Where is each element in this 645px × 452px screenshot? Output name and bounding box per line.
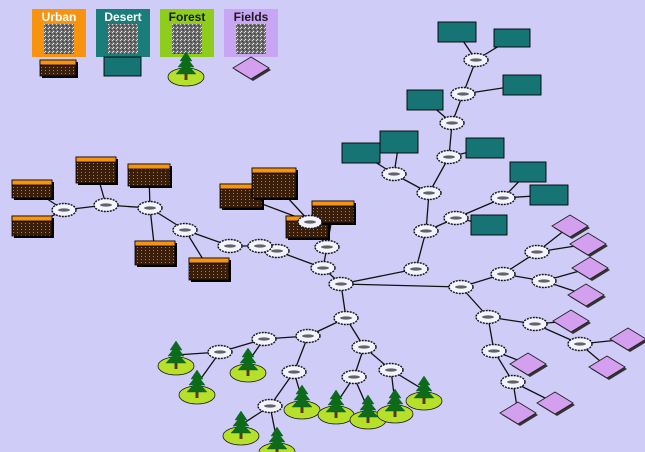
legend-title-fields: Fields xyxy=(234,10,269,24)
forest-leaf-icon xyxy=(230,348,266,382)
urban-leaf-icon xyxy=(189,258,231,282)
tree-node xyxy=(352,341,376,354)
forest-leaf-icon xyxy=(284,385,320,419)
fields-leaf-icon xyxy=(572,257,610,281)
desert-leaf-icon xyxy=(342,143,380,163)
desert-leaf-icon xyxy=(494,29,530,47)
legend-title-forest: Forest xyxy=(169,10,206,24)
legend-desert-icon xyxy=(104,57,141,76)
fields-leaf-icon xyxy=(568,284,606,308)
tree-node xyxy=(437,151,461,164)
legend-forest-icon xyxy=(168,52,204,86)
forest-leaf-icon xyxy=(259,427,295,452)
legend-title-desert: Desert xyxy=(104,10,141,24)
tree-node xyxy=(417,187,441,200)
tree-node xyxy=(311,262,335,275)
tree-node xyxy=(440,117,464,130)
tree-node xyxy=(329,278,353,291)
forest-leaf-icon xyxy=(406,376,442,410)
tree-node xyxy=(315,241,339,254)
tree-node xyxy=(491,192,515,205)
urban-leaf-icon xyxy=(128,164,172,188)
tree-node xyxy=(52,204,76,217)
desert-leaf-icon xyxy=(471,215,507,235)
forest-leaf-icon xyxy=(318,390,354,424)
tree-node xyxy=(501,376,525,389)
tree-node xyxy=(342,371,366,384)
forest-leaf-icon xyxy=(158,341,194,375)
desert-leaf-icon xyxy=(530,185,568,205)
tree-node xyxy=(532,275,556,288)
legend-item-forest: Forest xyxy=(160,9,214,57)
tree-node xyxy=(248,240,272,253)
fields-leaf-icon xyxy=(510,353,548,377)
tree-node xyxy=(404,263,428,276)
tree-node xyxy=(476,311,500,324)
tree-node xyxy=(491,268,515,281)
tree-node xyxy=(449,281,473,294)
legend-item-desert: Desert xyxy=(96,9,150,57)
tree-node xyxy=(138,202,162,215)
tree-node xyxy=(523,318,547,331)
tree-node xyxy=(94,199,118,212)
texture-swatch xyxy=(236,24,266,54)
desert-leaf-icon xyxy=(407,90,443,110)
desert-leaf-icon xyxy=(503,75,541,95)
legend: Urban Desert Forest Fields xyxy=(32,9,278,57)
fields-leaf-icon xyxy=(553,310,591,334)
tree-node xyxy=(218,240,242,253)
tree-node xyxy=(482,345,506,358)
fields-leaf-icon xyxy=(610,328,645,352)
urban-leaf-icon xyxy=(76,157,118,185)
urban-leaf-icon xyxy=(252,168,298,200)
fields-leaf-icon xyxy=(589,356,627,380)
desert-leaf-icon xyxy=(438,22,476,42)
texture-swatch xyxy=(172,24,202,54)
tree-node xyxy=(414,225,438,238)
desert-leaf-icon xyxy=(510,162,546,182)
tree-node xyxy=(296,330,320,343)
tree-node xyxy=(173,224,197,237)
tree-node xyxy=(382,168,406,181)
tree-node xyxy=(525,246,549,259)
tree-leaves xyxy=(12,22,645,452)
desert-leaf-icon xyxy=(466,138,504,158)
tree-node xyxy=(208,346,232,359)
forest-leaf-icon xyxy=(179,370,215,404)
legend-fields-icon xyxy=(233,57,271,81)
tree-node xyxy=(464,54,488,67)
legend-item-urban: Urban xyxy=(32,9,86,57)
tree-node xyxy=(258,400,282,413)
tree-node xyxy=(334,312,358,325)
tree-edge xyxy=(341,284,461,287)
texture-swatch xyxy=(44,24,74,54)
texture-swatch xyxy=(108,24,138,54)
urban-leaf-icon xyxy=(12,180,54,200)
tree-node xyxy=(282,366,306,379)
tree-node xyxy=(252,333,276,346)
tree-node xyxy=(568,338,592,351)
tree-node xyxy=(444,212,468,225)
urban-leaf-icon xyxy=(12,216,54,238)
legend-item-fields: Fields xyxy=(224,9,278,57)
legend-urban-icon xyxy=(40,60,78,78)
desert-leaf-icon xyxy=(380,131,418,153)
tree-node xyxy=(451,88,475,101)
forest-leaf-icon xyxy=(377,389,413,423)
tree-node xyxy=(379,364,403,377)
tree-node xyxy=(298,216,322,229)
urban-leaf-icon xyxy=(135,241,177,267)
fields-leaf-icon xyxy=(500,402,538,426)
legend-title-urban: Urban xyxy=(42,10,77,24)
fields-leaf-icon xyxy=(537,392,575,416)
